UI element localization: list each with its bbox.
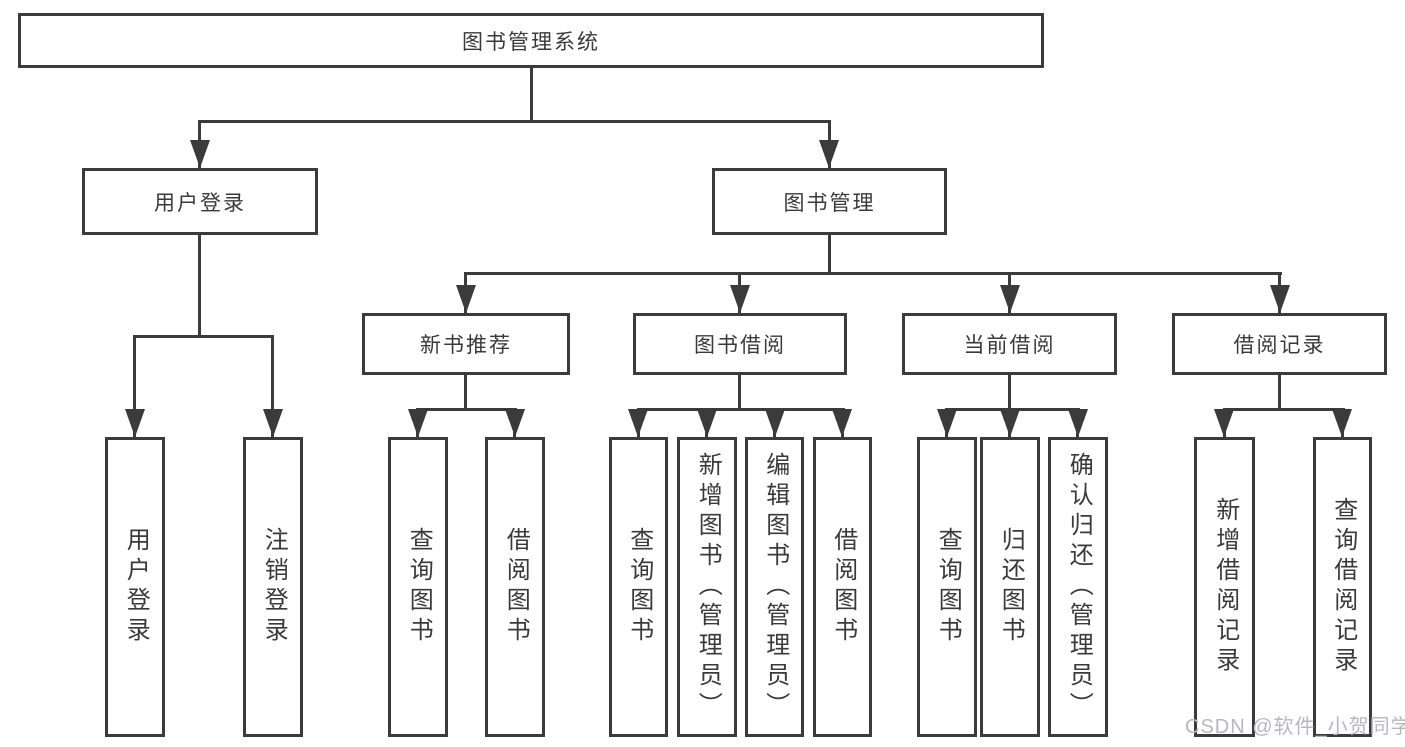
box-leaf-user-login: 用户登录 bbox=[105, 437, 165, 737]
box-leaf-bb-add-books-admin-label: 新增图书（管理员） bbox=[694, 452, 722, 722]
box-leaf-bb-borrow-books: 借阅图书 bbox=[813, 437, 872, 737]
box-user-login-group: 用户登录 bbox=[82, 168, 318, 235]
edge-to-logout-leaf-stem bbox=[271, 335, 274, 437]
box-leaf-user-login-label: 用户登录 bbox=[122, 527, 150, 647]
box-leaf-br-add-record-label: 新增借阅记录 bbox=[1211, 497, 1239, 677]
arrowhead-book-borrowing-icon bbox=[730, 285, 750, 313]
box-leaf-cb-confirm-return-admin-label: 确认归还（管理员） bbox=[1065, 452, 1093, 722]
box-book-management: 图书管理 bbox=[712, 168, 947, 235]
arrowhead-br-add-icon bbox=[1214, 409, 1234, 437]
box-user-login-group-label: 用户登录 bbox=[154, 191, 246, 215]
arrowhead-logout-leaf-icon bbox=[263, 409, 283, 437]
box-leaf-bb-query-books-label: 查询图书 bbox=[625, 527, 653, 647]
edge-book-borrowing-bus-line bbox=[637, 408, 845, 411]
arrowhead-new-book-rec-icon bbox=[456, 285, 476, 313]
box-leaf-bb-borrow-books-label: 借阅图书 bbox=[829, 527, 857, 647]
box-leaf-br-query-record-label: 查询借阅记录 bbox=[1329, 497, 1357, 677]
box-leaf-br-query-record: 查询借阅记录 bbox=[1313, 437, 1372, 737]
edge-user-login-drop-line bbox=[198, 235, 201, 335]
edge-to-login-leaf-stem bbox=[133, 335, 136, 437]
box-leaf-logout: 注销登录 bbox=[243, 437, 303, 737]
arrowhead-book-management-icon bbox=[819, 140, 839, 168]
box-leaf-bb-edit-books-admin-label: 编辑图书（管理员） bbox=[761, 452, 789, 722]
box-leaf-bb-query-books: 查询图书 bbox=[609, 437, 668, 737]
edge-root-bus-line bbox=[198, 120, 831, 123]
box-borrowing-records-label: 借阅记录 bbox=[1233, 334, 1326, 357]
box-new-book-recommendation: 新书推荐 bbox=[362, 313, 570, 375]
arrowhead-bb-edit-icon bbox=[765, 409, 785, 437]
edge-current-borrowing-drop-line bbox=[1008, 375, 1011, 408]
box-leaf-logout-label: 注销登录 bbox=[260, 527, 288, 647]
edge-user-login-bus-line bbox=[133, 335, 274, 338]
arrowhead-cb-query-icon bbox=[937, 409, 957, 437]
edge-book-management-bus-line bbox=[464, 272, 1282, 275]
box-leaf-cb-confirm-return-admin: 确认归还（管理员） bbox=[1048, 437, 1108, 737]
box-leaf-cb-query-books: 查询图书 bbox=[917, 437, 977, 737]
box-book-borrowing: 图书借阅 bbox=[633, 313, 847, 375]
box-leaf-nbr-borrow-books: 借阅图书 bbox=[485, 437, 545, 737]
box-current-borrowing-label: 当前借阅 bbox=[963, 334, 1056, 357]
edge-book-borrowing-drop-line bbox=[738, 375, 741, 408]
box-new-book-recommendation-label: 新书推荐 bbox=[420, 334, 512, 357]
edge-new-book-rec-bus-line bbox=[416, 408, 517, 411]
box-leaf-bb-add-books-admin: 新增图书（管理员） bbox=[677, 437, 737, 737]
box-borrowing-records: 借阅记录 bbox=[1172, 313, 1387, 375]
arrowhead-bb-add-icon bbox=[697, 409, 717, 437]
box-leaf-nbr-query-books-label: 查询图书 bbox=[405, 527, 433, 647]
arrowhead-current-borrowing-icon bbox=[1000, 285, 1020, 313]
arrowhead-nbr-query-icon bbox=[408, 409, 428, 437]
box-leaf-nbr-query-books: 查询图书 bbox=[388, 437, 448, 737]
box-current-borrowing: 当前借阅 bbox=[902, 313, 1117, 375]
arrowhead-br-query-icon bbox=[1332, 409, 1352, 437]
box-leaf-cb-return-books-label: 归还图书 bbox=[997, 527, 1025, 647]
edge-new-book-rec-drop-line bbox=[464, 375, 467, 408]
box-leaf-cb-return-books: 归还图书 bbox=[980, 437, 1040, 737]
arrowhead-bb-query-icon bbox=[628, 409, 648, 437]
arrowhead-borrowing-records-icon bbox=[1270, 285, 1290, 313]
box-leaf-bb-edit-books-admin: 编辑图书（管理员） bbox=[745, 437, 804, 737]
arrowhead-nbr-borrow-icon bbox=[505, 409, 525, 437]
arrowhead-login-leaf-icon bbox=[125, 409, 145, 437]
box-book-borrowing-label: 图书借阅 bbox=[694, 334, 786, 357]
edge-root-drop-line bbox=[530, 68, 533, 120]
arrowhead-bb-borrow-icon bbox=[832, 409, 852, 437]
csdn-watermark: CSDN @软件_小贺同学 bbox=[1185, 716, 1405, 738]
edge-borrowing-records-drop-line bbox=[1278, 375, 1281, 408]
box-library-management-system: 图书管理系统 bbox=[18, 13, 1044, 68]
box-book-management-label: 图书管理 bbox=[783, 191, 876, 215]
arrowhead-user-login-icon bbox=[190, 140, 210, 168]
edge-borrowing-records-bus-line bbox=[1223, 408, 1345, 411]
arrowhead-cb-return-icon bbox=[1000, 409, 1020, 437]
box-leaf-br-add-record: 新增借阅记录 bbox=[1194, 437, 1255, 737]
box-leaf-nbr-borrow-books-label: 借阅图书 bbox=[502, 527, 530, 647]
box-leaf-cb-query-books-label: 查询图书 bbox=[934, 527, 962, 647]
arrowhead-cb-confirm-icon bbox=[1068, 409, 1088, 437]
edge-book-management-drop-line bbox=[828, 235, 831, 272]
box-library-management-system-label: 图书管理系统 bbox=[462, 30, 600, 54]
